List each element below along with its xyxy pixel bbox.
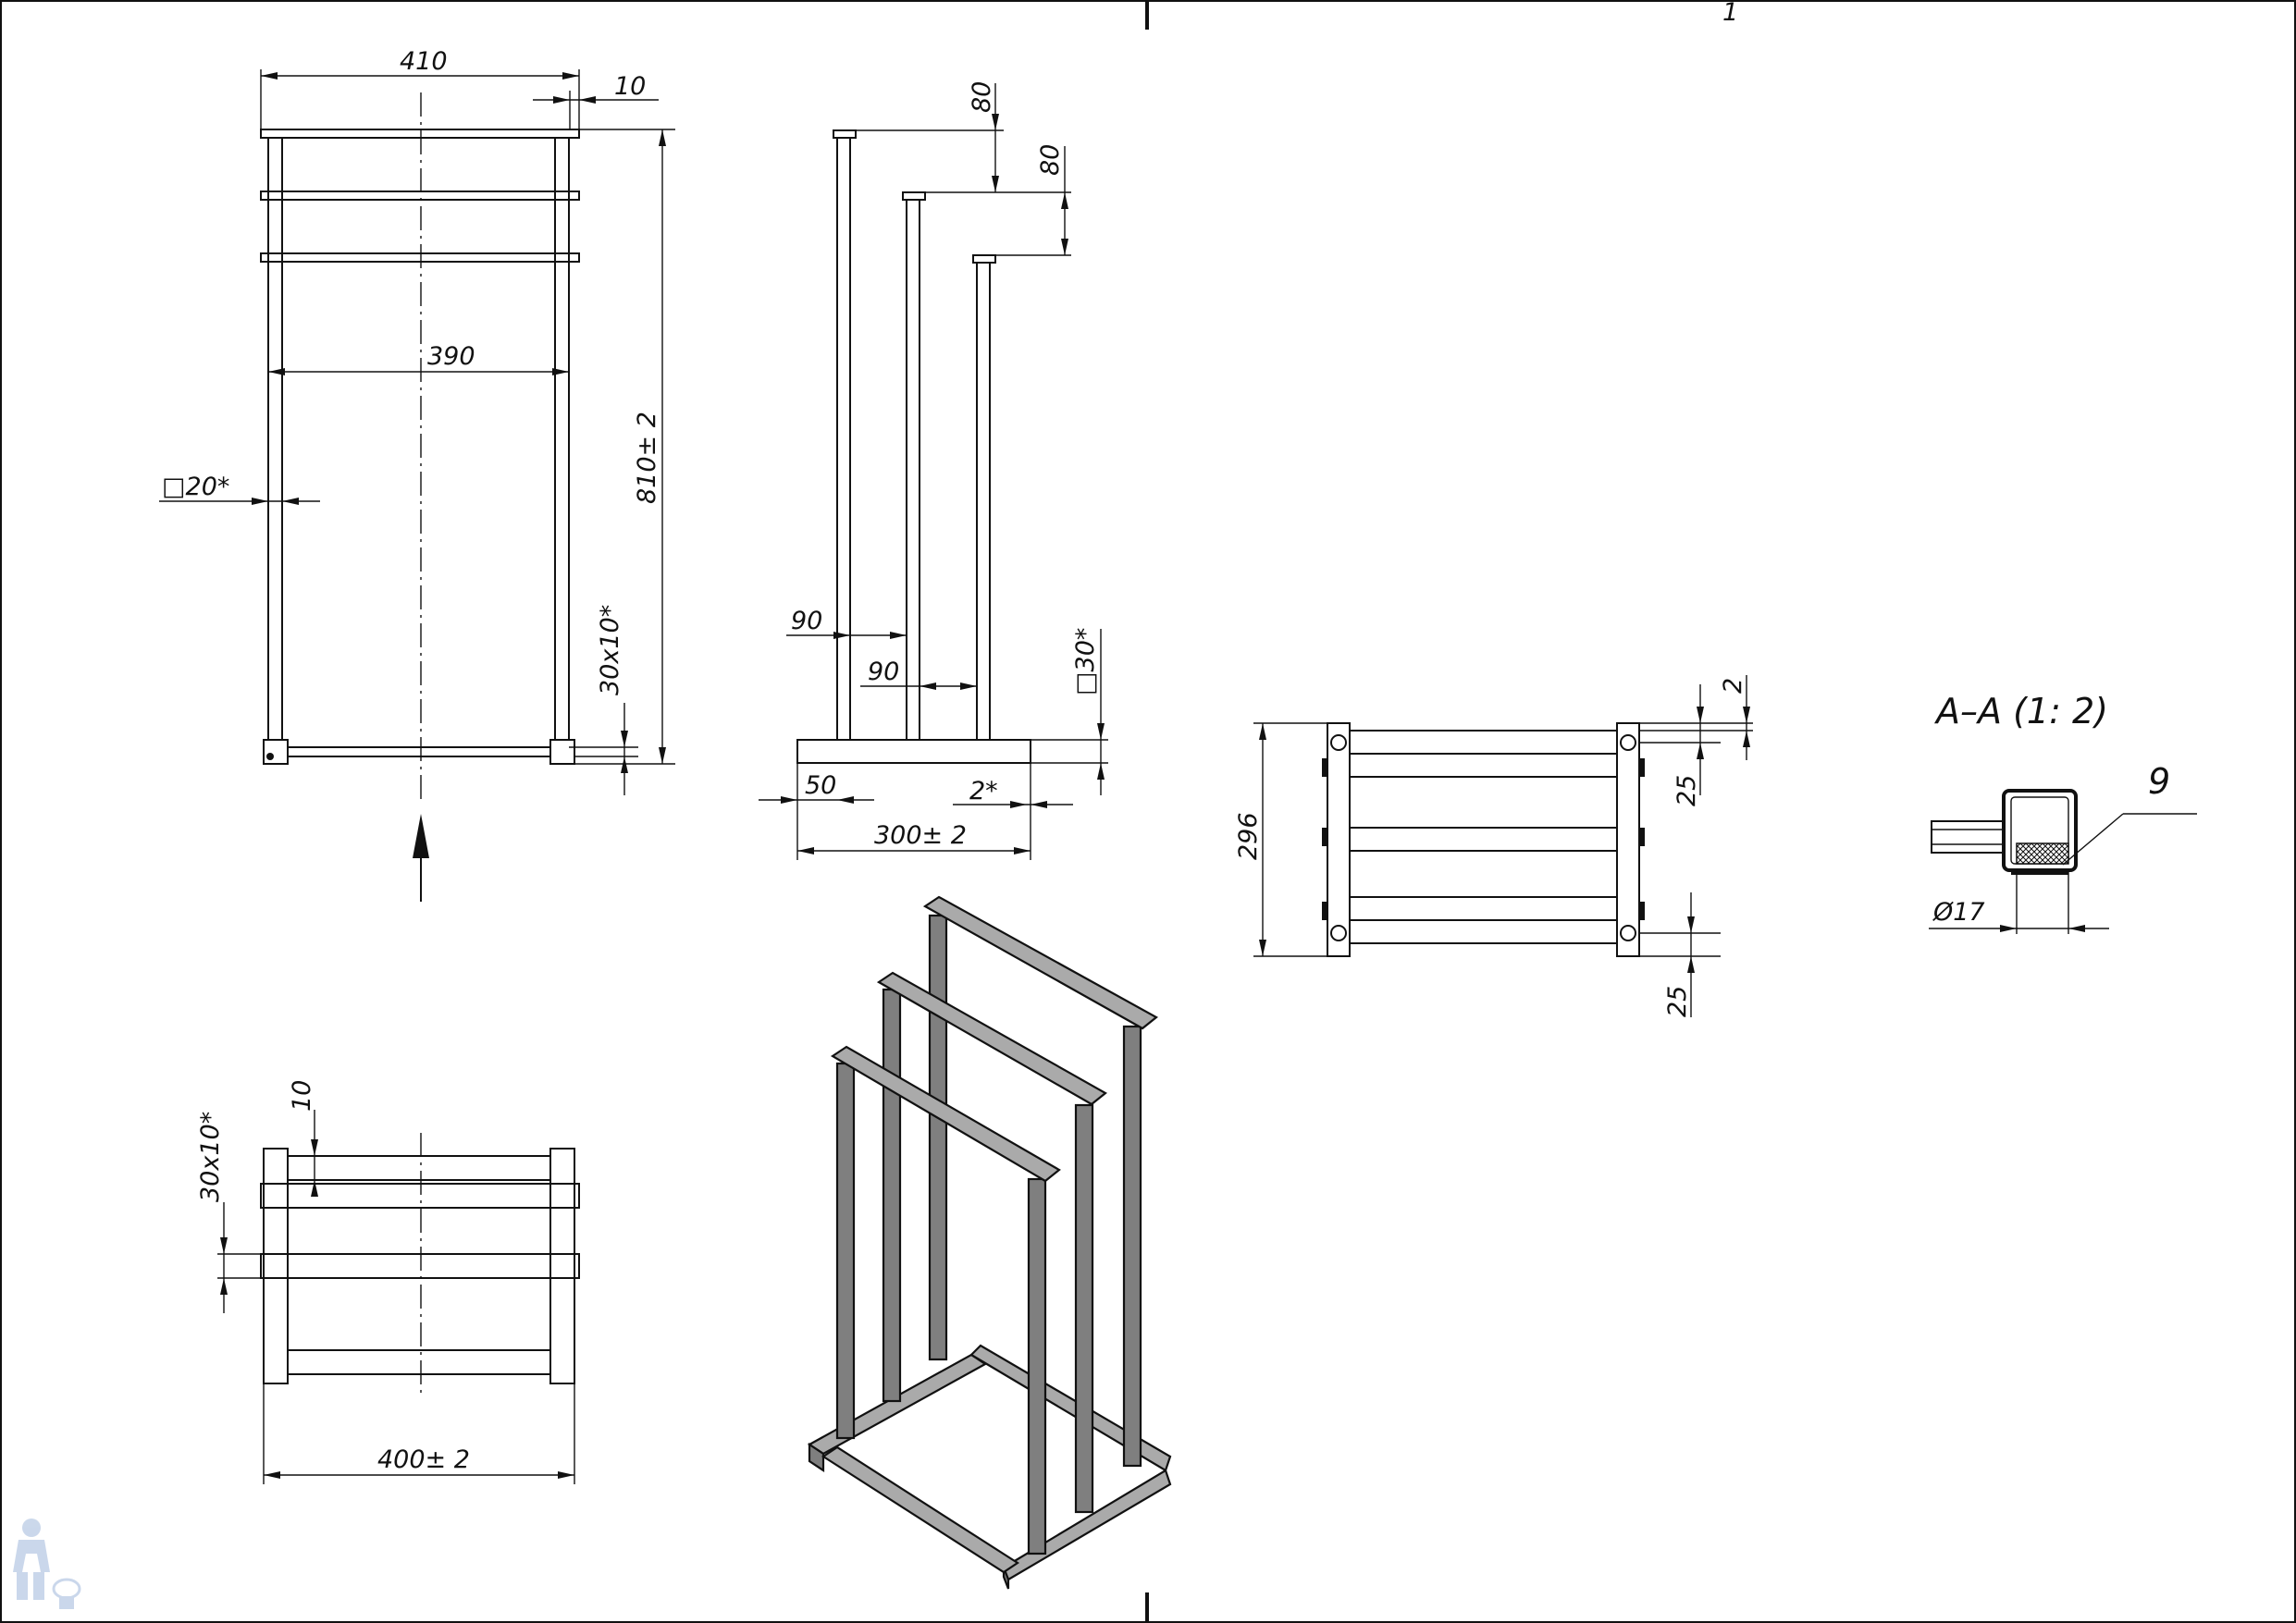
- dim-diameter-17: Ø17: [1932, 898, 1985, 927]
- dim-base-300: 300± 2: [874, 821, 967, 850]
- isometric-view: [807, 895, 1172, 1590]
- sheet-number: 1: [1722, 0, 1738, 27]
- dim-step-80-top: 80: [968, 81, 996, 113]
- dim-plan-400: 400± 2: [377, 1445, 470, 1474]
- dim-plan-end-cap: 10: [288, 1080, 316, 1112]
- front-view: 410 10 390 810± 2 □20* 30x10*: [159, 47, 675, 902]
- dim-410: 410: [400, 47, 448, 76]
- dim-foot-offset: 2*: [969, 777, 998, 805]
- dim-spacing-90-second: 90: [868, 658, 899, 686]
- dim-spacing-90-first: 90: [791, 607, 822, 635]
- watermark-logo: [13, 1518, 81, 1609]
- dim-390: 390: [427, 342, 475, 371]
- dim-overhang-50: 50: [805, 771, 836, 800]
- dim-hole-top-25: 25: [1673, 775, 1701, 806]
- dim-hole-bottom-25: 25: [1663, 986, 1692, 1017]
- dim-810: 810± 2: [633, 412, 661, 504]
- dim-wall-2: 2: [1719, 678, 1747, 694]
- callout-9: 9: [2148, 761, 2170, 802]
- dim-step-80-second: 80: [1036, 144, 1065, 176]
- dim-plan-foot: 30x10*: [196, 1112, 225, 1202]
- section-a-a: A–A (1: 2) 9 Ø17: [1929, 691, 2197, 934]
- section-title: A–A (1: 2): [1933, 691, 2108, 732]
- dim-depth-296: 296: [1234, 812, 1263, 860]
- side-view: 80 80 90 90 □30* 50 2*: [759, 81, 1108, 860]
- dim-end-cap-10: 10: [614, 72, 646, 101]
- plan-view: 10 30x10* 400± 2: [196, 1080, 580, 1484]
- dim-foot-30x10: 30x10*: [596, 605, 624, 695]
- top-view: 296 25 2 25: [1234, 675, 1753, 1017]
- dim-tube-20: □20*: [162, 473, 229, 501]
- dim-base-30: □30*: [1071, 628, 1100, 695]
